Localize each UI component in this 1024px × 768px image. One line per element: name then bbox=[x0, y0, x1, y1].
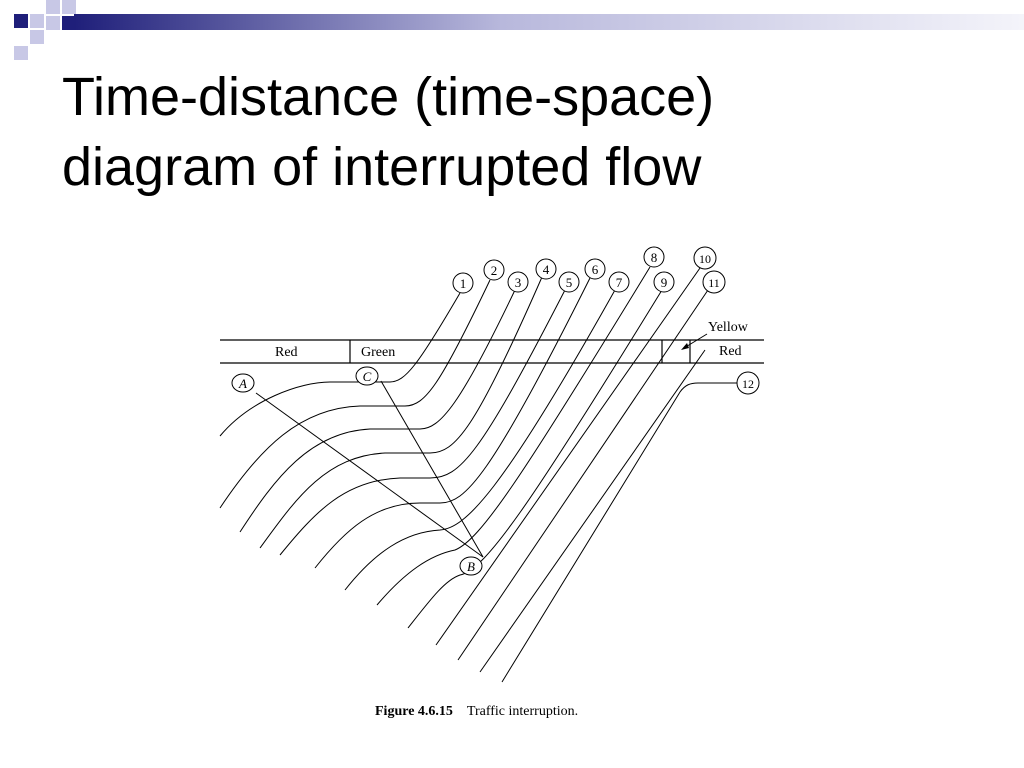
vehicle-label-8: 8 bbox=[643, 246, 665, 268]
vehicle-label-1: 1 bbox=[452, 272, 474, 294]
yellow-pointer-arrow bbox=[681, 333, 708, 350]
vehicle-label-11: 11 bbox=[702, 270, 726, 294]
deco-square-light-4 bbox=[46, 16, 60, 30]
vehicle-labels: 1 2 3 4 5 6 7 8 9 10 11 12 bbox=[452, 246, 760, 395]
vehicle-label-5: 5 bbox=[558, 271, 580, 293]
vehicle-label-7-text: 7 bbox=[616, 275, 623, 290]
vehicle-label-4-text: 4 bbox=[543, 262, 550, 277]
phase-label-red-right: Red bbox=[719, 344, 742, 359]
point-marker-C: C bbox=[355, 366, 379, 386]
trajectory-8 bbox=[376, 266, 651, 606]
header-gradient-bar bbox=[74, 14, 1024, 30]
deco-square-navy-1 bbox=[14, 14, 28, 28]
vehicle-label-5-text: 5 bbox=[566, 275, 573, 290]
trajectory-6 bbox=[314, 277, 591, 569]
deco-square-light-2 bbox=[46, 0, 60, 14]
phase-label-green: Green bbox=[361, 345, 395, 360]
figure-caption-text: Traffic interruption. bbox=[466, 704, 579, 719]
vehicle-label-7: 7 bbox=[608, 271, 630, 293]
vehicle-label-3-text: 3 bbox=[515, 275, 522, 290]
deco-square-navy-2 bbox=[62, 16, 76, 30]
vehicle-label-4: 4 bbox=[535, 258, 557, 280]
deco-square-light-1 bbox=[30, 14, 44, 28]
vehicle-label-3: 3 bbox=[507, 271, 529, 293]
vehicle-label-9: 9 bbox=[653, 271, 675, 293]
signal-phase-band bbox=[220, 339, 764, 364]
figure-caption-number: Figure 4.6.15 bbox=[375, 704, 453, 719]
point-marker-B: B bbox=[459, 556, 483, 576]
slide-decoration bbox=[14, 0, 1024, 60]
vehicle-label-12-text: 12 bbox=[742, 377, 754, 391]
vehicle-trajectories bbox=[219, 266, 737, 683]
vehicle-label-6: 6 bbox=[584, 258, 606, 280]
deco-square-light-3 bbox=[62, 0, 76, 14]
vehicle-label-6-text: 6 bbox=[592, 262, 599, 277]
vehicle-label-12: 12 bbox=[736, 371, 760, 395]
vehicle-label-8-text: 8 bbox=[651, 250, 658, 265]
vehicle-label-10: 10 bbox=[693, 246, 717, 270]
trajectory-10 bbox=[435, 267, 701, 646]
vehicle-label-9-text: 9 bbox=[661, 275, 668, 290]
shockwave-lines bbox=[255, 380, 484, 558]
phase-label-red-left: Red bbox=[275, 345, 298, 360]
vehicle-label-2: 2 bbox=[483, 259, 505, 281]
title-line-2: diagram of interrupted flow bbox=[62, 137, 702, 197]
trajectory-11b bbox=[479, 349, 706, 673]
trajectory-1 bbox=[219, 292, 461, 437]
title-line-1: Time-distance (time-space) bbox=[62, 67, 715, 127]
point-label-B: B bbox=[467, 559, 475, 574]
trajectory-11 bbox=[457, 289, 709, 661]
vehicle-label-10-text: 10 bbox=[699, 252, 711, 266]
vehicle-label-2-text: 2 bbox=[491, 263, 498, 278]
trajectory-7 bbox=[344, 289, 616, 591]
trajectory-4 bbox=[259, 276, 543, 549]
point-label-A: A bbox=[238, 376, 247, 391]
trajectory-5 bbox=[279, 289, 566, 556]
phase-label-yellow: Yellow bbox=[708, 320, 749, 335]
deco-square-light-5 bbox=[30, 30, 44, 44]
point-marker-A: A bbox=[231, 373, 255, 393]
trajectory-9 bbox=[407, 289, 663, 629]
deco-square-light-6 bbox=[14, 46, 28, 60]
vehicle-label-1-text: 1 bbox=[460, 276, 467, 291]
time-space-diagram: Red Green Red Yellow A C B bbox=[219, 246, 764, 683]
slide-title: Time-distance (time-space) diagram of in… bbox=[62, 62, 982, 202]
figure-caption: Figure 4.6.15 Traffic interruption. bbox=[375, 704, 578, 720]
point-label-C: C bbox=[363, 369, 372, 384]
trajectory-3 bbox=[239, 289, 516, 533]
trajectory-2 bbox=[219, 279, 491, 509]
shockwave-C-B bbox=[380, 380, 484, 558]
vehicle-label-11-text: 11 bbox=[708, 276, 720, 290]
trajectory-12 bbox=[501, 382, 737, 683]
shockwave-A-B bbox=[255, 392, 484, 558]
